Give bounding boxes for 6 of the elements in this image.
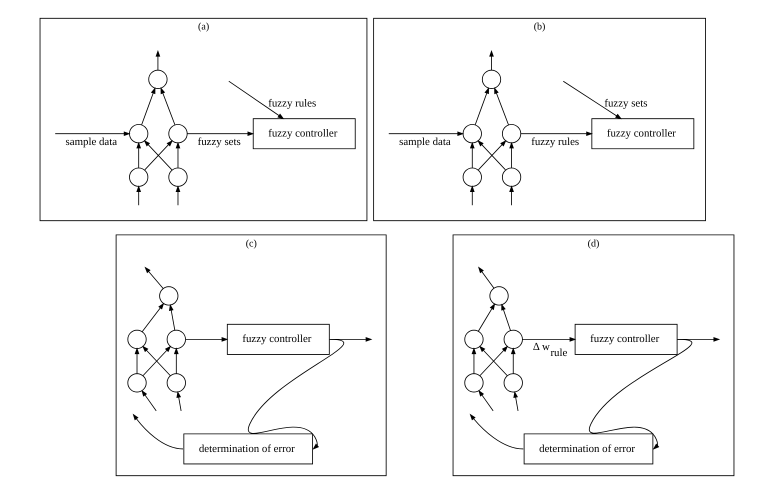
edge-label: fuzzy rules: [530, 136, 579, 148]
edge-label: fuzzy sets: [197, 136, 240, 148]
edge-label: fuzzy sets: [604, 97, 647, 110]
edge-label: sample data: [65, 136, 117, 148]
edge-label: fuzzy rules: [268, 97, 316, 110]
edge-label: sample data: [398, 136, 450, 148]
